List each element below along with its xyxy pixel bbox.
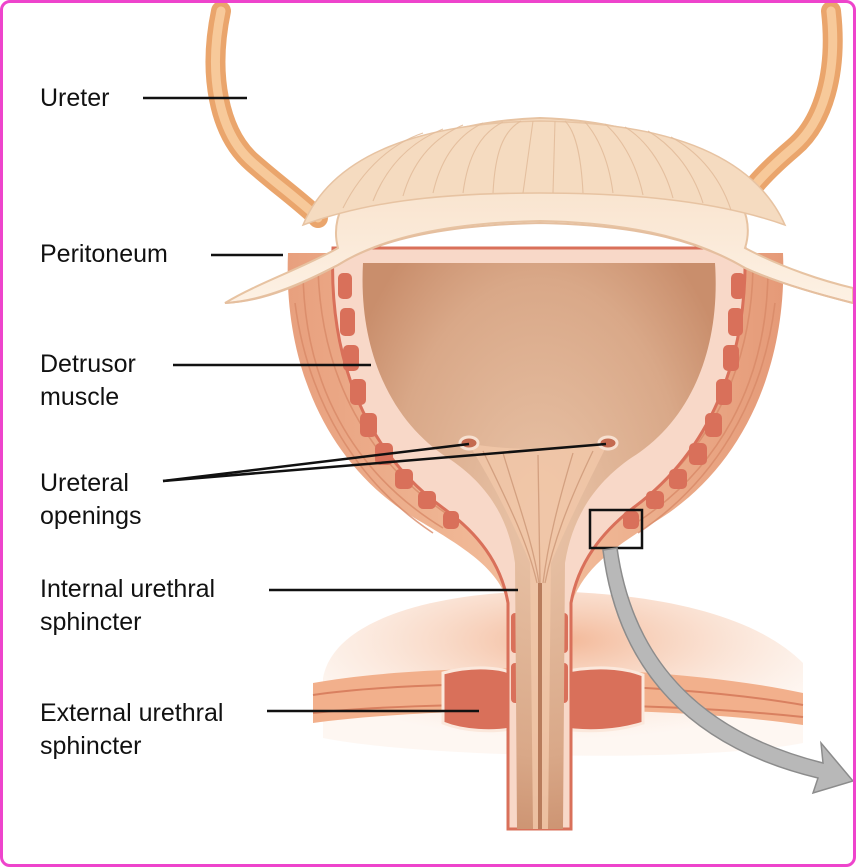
label-ureteral-openings: Ureteral openings: [40, 469, 142, 530]
label-peritoneum: Peritoneum: [40, 240, 168, 268]
external-sphincter-blocks: [441, 666, 645, 733]
bladder-illustration: [143, 3, 853, 831]
leader-lines: [143, 96, 607, 713]
left-ureteral-opening: [458, 435, 480, 451]
label-internal-urethral-sphincter: Internal urethral sphincter: [40, 575, 216, 636]
label-external-urethral-sphincter: External urethral sphincter: [40, 699, 224, 760]
label-detrusor-muscle: Detrusor muscle: [40, 350, 136, 411]
right-ureteral-opening: [597, 435, 619, 451]
left-ureter: [205, 3, 328, 228]
label-ureter: Ureter: [40, 84, 110, 112]
wall-blocks: [338, 273, 745, 703]
zoom-arrow: [602, 547, 853, 795]
